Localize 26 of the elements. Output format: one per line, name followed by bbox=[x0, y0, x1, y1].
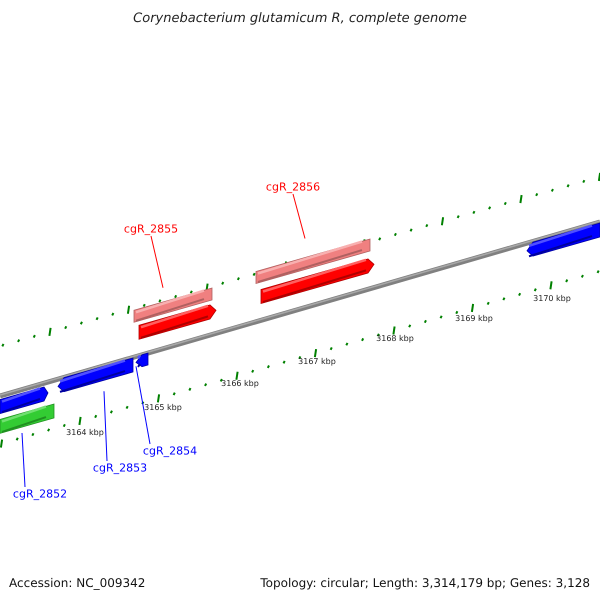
gene-bar bbox=[0, 404, 54, 433]
gene-feature bbox=[527, 223, 600, 256]
chart-title: Corynebacterium glutamicum R, complete genome bbox=[132, 10, 468, 28]
leader-line bbox=[292, 194, 306, 239]
scale-label: 3166 kbp bbox=[221, 378, 259, 390]
gene-label: cgR_2854 bbox=[142, 444, 198, 458]
scale-label: 3170 kbp bbox=[533, 293, 571, 305]
genome-info-note: Topology: circular; Length: 3,314,179 bp; Genes: 3,128 bbox=[260, 575, 590, 592]
gene-label: cgR_2856 bbox=[266, 180, 320, 194]
gene-label: cgR_2853 bbox=[92, 462, 148, 474]
leader-line bbox=[150, 236, 164, 288]
gene-feature bbox=[261, 258, 374, 303]
leader-line bbox=[136, 366, 150, 444]
scale-label: 3164 kbp bbox=[66, 427, 104, 439]
scale-label: 3169 kbp bbox=[455, 313, 493, 325]
scale-label: 3165 kbp bbox=[144, 402, 182, 414]
scale-label: 3167 kbp bbox=[298, 356, 336, 368]
leader-line bbox=[22, 432, 26, 488]
gene-feature bbox=[58, 358, 133, 392]
leader-line bbox=[104, 390, 108, 462]
accession-note: Accession: NC_009342 bbox=[9, 575, 146, 592]
gene-feature bbox=[136, 352, 148, 366]
gene-feature bbox=[139, 304, 216, 339]
scale-label: 3168 kbp bbox=[376, 333, 414, 345]
gene-label: cgR_2852 bbox=[12, 488, 68, 500]
gene-label: cgR_2855 bbox=[124, 222, 178, 236]
